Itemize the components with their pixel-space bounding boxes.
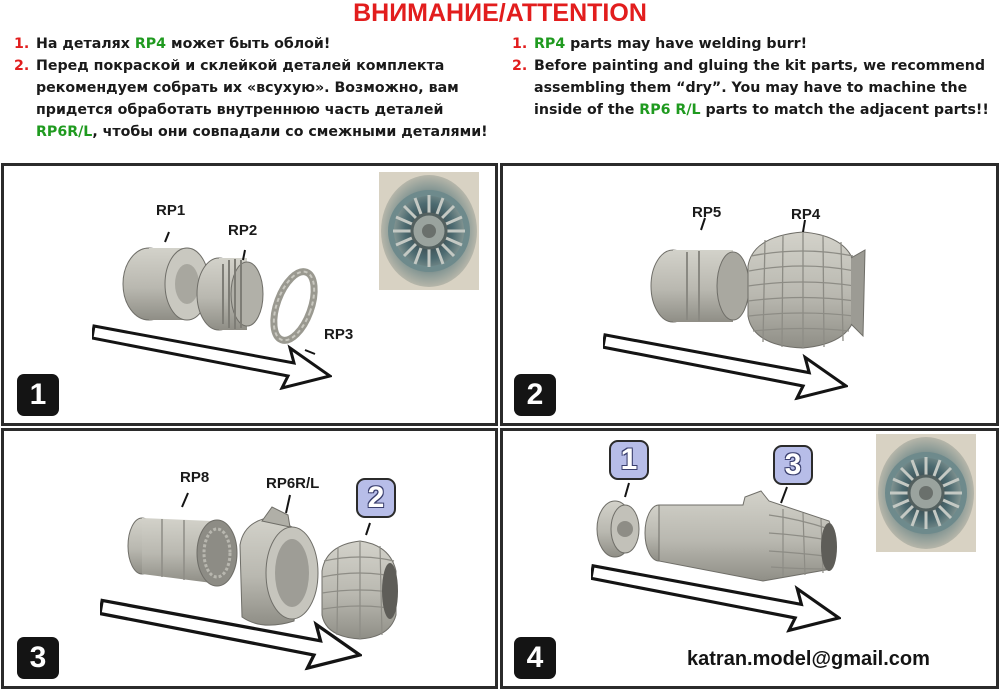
part-label-rp5: RP5: [692, 204, 722, 221]
notes-english: 1. RP4 parts may have welding burr! 2. Bef…: [512, 33, 992, 121]
note-text: может быть облой!: [166, 36, 331, 52]
step-reference-badge: 2: [356, 478, 396, 518]
note-en-2: 2. Before painting and gluing the kit par…: [512, 55, 992, 121]
part-rp4-shape: [747, 231, 866, 349]
direction-arrow: [92, 318, 332, 390]
step-panel-2: RP5 RP4 2: [500, 163, 999, 426]
part-label-rp6rl: RP6R/L: [266, 475, 320, 492]
note-number: 2.: [14, 58, 30, 74]
note-text: parts to match the adjacent parts!!: [700, 102, 989, 118]
step-panel-4: 1 3 4 katran.model@gmail.com: [500, 428, 999, 689]
part-rp4-nozzle-shape: [321, 540, 398, 640]
part-rp5-shape: [650, 249, 750, 323]
step-1-parts-illustration: [122, 231, 318, 355]
part-label-rp3: RP3: [324, 326, 354, 343]
part-label-rp1: RP1: [156, 202, 186, 219]
note-text: Before painting and gluing the kit parts…: [534, 58, 986, 118]
note-text: parts may have welding burr!: [565, 36, 808, 52]
part-rp2-shape: [196, 257, 264, 331]
part-code: RP4: [534, 36, 566, 52]
note-en-1: 1. RP4 parts may have welding burr!: [512, 33, 992, 55]
part-rp6-shape: [239, 506, 319, 626]
step-3-leader-lines: [181, 492, 371, 536]
step-reference-badge: 3: [773, 445, 813, 485]
step-panel-1: RP1 RP2 RP3 1: [1, 163, 498, 426]
contact-email[interactable]: katran.model@gmail.com: [687, 648, 930, 670]
direction-arrow: [603, 326, 848, 401]
step-2-parts-illustration: [650, 217, 866, 349]
direction-arrow: [591, 557, 841, 633]
step-number-badge: 2: [514, 374, 556, 416]
engine-nozzle-photo: [379, 172, 479, 290]
note-ru-2: 2. Перед покраской и склейкой деталей ком…: [14, 55, 494, 143]
note-text: , чтобы они совпадали со смежными деталя…: [92, 124, 488, 140]
step-number-badge: 1: [17, 374, 59, 416]
part-label-rp8: RP8: [180, 469, 210, 486]
note-number: 1.: [512, 36, 528, 52]
part-code: RP6R/L: [36, 124, 93, 140]
step-number-badge: 3: [17, 637, 59, 679]
note-text: Перед покраской и склейкой деталей компл…: [36, 58, 459, 118]
part-rp8-shape: [127, 517, 238, 587]
attention-title: ВНИМАНИЕ/ATTENTION: [353, 0, 647, 27]
part-label-rp4: RP4: [791, 206, 821, 223]
step-panel-3: RP8 RP6R/L 2 3: [1, 428, 498, 689]
step-4-assembly-illustration: [596, 490, 837, 582]
note-number: 2.: [512, 58, 528, 74]
step-number-badge: 4: [514, 637, 556, 679]
step-reference-badge: 1: [609, 440, 649, 480]
step-4-leader-lines: [624, 482, 788, 504]
part-code: RP6 R/L: [639, 102, 701, 118]
part-rp3-shape: [270, 268, 318, 344]
part-label-rp2: RP2: [228, 222, 258, 239]
assembled-unit-1-shape: [596, 500, 640, 558]
note-text: На деталях: [36, 36, 135, 52]
assembled-nozzle-shape: [644, 490, 837, 582]
direction-arrow: [100, 591, 362, 671]
step-3-parts-illustration: [127, 506, 398, 640]
note-ru-1: 1. На деталях RP4 может быть облой!: [14, 33, 494, 55]
notes-russian: 1. На деталях RP4 может быть облой! 2. Пер…: [14, 33, 494, 143]
note-number: 1.: [14, 36, 30, 52]
part-code: RP4: [134, 36, 167, 52]
